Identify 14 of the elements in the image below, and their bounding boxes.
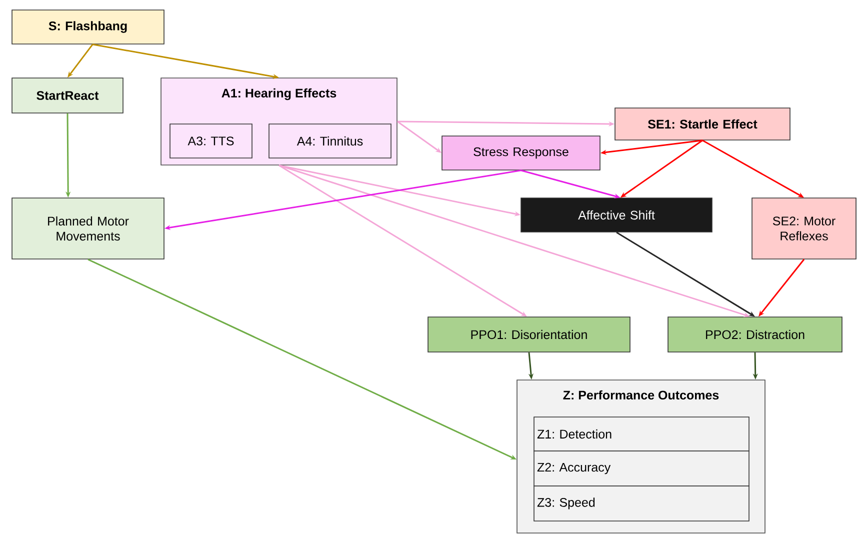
process-box: A3: TTS (170, 124, 252, 158)
process-box: S: Flashbang (12, 10, 164, 44)
process-box: Affective Shift (520, 198, 712, 232)
process-box: PPO1: Disorientation (428, 316, 630, 352)
process-box: Planned Motor Movements (12, 198, 164, 260)
process-box: PPO2: Distraction (668, 316, 842, 352)
table-row: Z1: Detection (534, 416, 750, 452)
process-box: SE1: Startle Effect (614, 108, 790, 140)
process-box: Stress Response (442, 136, 600, 170)
table-row: Z3: Speed (534, 486, 750, 522)
process-box: A4: Tinnitus (268, 124, 392, 158)
table-row: Z2: Accuracy (534, 450, 750, 486)
process-box: SE2: Motor Reflexes (752, 198, 856, 260)
process-box: StartReact (12, 78, 124, 114)
